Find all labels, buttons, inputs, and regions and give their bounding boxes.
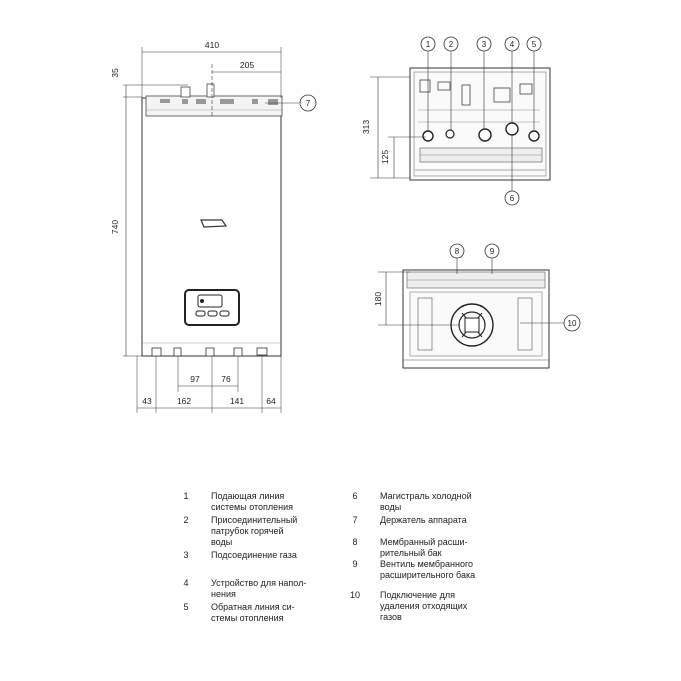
dim-width: 410 [205, 40, 219, 50]
legend-num-9: 9 [352, 559, 358, 569]
dim-pipe-76: 76 [221, 374, 231, 384]
legend-num-8: 8 [352, 537, 358, 547]
callout-8: 8 [455, 247, 460, 256]
dim-bottom-162: 162 [177, 396, 191, 406]
legend-item-3: Подсоединение газа [211, 550, 297, 560]
legend-item-4: Устройство для напол-нения [211, 578, 307, 600]
callout-2: 2 [449, 40, 454, 49]
dim-top-offset: 35 [110, 68, 120, 78]
flue-view: 180 8 9 10 [373, 243, 581, 369]
legend-item-8: Мембранный расши-рительный бак [380, 537, 468, 559]
callout-3: 3 [482, 40, 487, 49]
legend-item-7: Держатель аппарата [380, 515, 467, 525]
legend-num-10: 10 [349, 590, 360, 600]
legend-num-6: 6 [352, 491, 358, 501]
callout-1: 1 [426, 40, 431, 49]
dim-right-half: 205 [240, 60, 254, 70]
top-view: 313 125 1 2 3 4 5 6 [361, 36, 551, 206]
callout-4: 4 [510, 40, 515, 49]
callout-5: 5 [532, 40, 537, 49]
dim-top-depth: 313 [361, 120, 371, 134]
dim-bottom-43: 43 [142, 396, 152, 406]
dim-height: 740 [110, 220, 120, 234]
dim-pipe-97: 97 [190, 374, 200, 384]
legend-num-3: 3 [183, 550, 189, 560]
callout-10: 10 [568, 319, 577, 328]
front-view: 410 205 35 740 97 76 43 162 141 64 [110, 40, 317, 413]
callout-9: 9 [490, 247, 495, 256]
legend-num-5: 5 [183, 602, 189, 612]
dim-flue-depth: 180 [373, 292, 383, 306]
dim-bottom-141: 141 [230, 396, 244, 406]
legend-num-4: 4 [183, 578, 189, 588]
legend-num-2: 2 [183, 515, 189, 525]
legend-item-5: Обратная линия си-стемы отопления [211, 602, 295, 624]
dim-bottom-64: 64 [266, 396, 276, 406]
dim-top-pipe: 125 [380, 150, 390, 164]
logo-icon [200, 219, 228, 228]
callout-7: 7 [306, 99, 311, 108]
legend-num-1: 1 [183, 491, 189, 501]
callout-6: 6 [510, 194, 515, 203]
legend-num-7: 7 [352, 515, 358, 525]
